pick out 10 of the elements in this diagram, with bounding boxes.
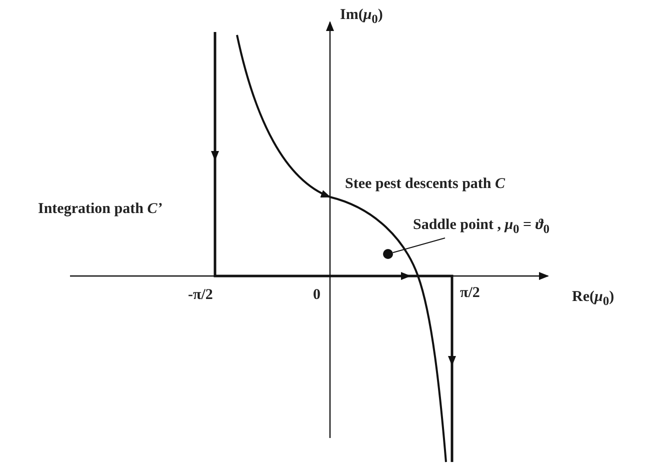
- tick-label: -π/2: [188, 286, 213, 304]
- axis-label: Re(μ$_{0}$): [572, 288, 614, 310]
- leader-line: [392, 238, 446, 254]
- axis-label: Im(μ$_{0}$): [340, 6, 383, 28]
- curve-label: Stee pest descents path C: [345, 175, 506, 193]
- path-label: Integration path C’: [38, 200, 162, 218]
- tick-label: π/2: [460, 284, 480, 302]
- saddle-point-dot: [383, 249, 393, 259]
- annotation-text: Saddle point , μ$_{0}$ = ϑ$_{0}$: [413, 216, 550, 238]
- tick-label: 0: [313, 286, 320, 304]
